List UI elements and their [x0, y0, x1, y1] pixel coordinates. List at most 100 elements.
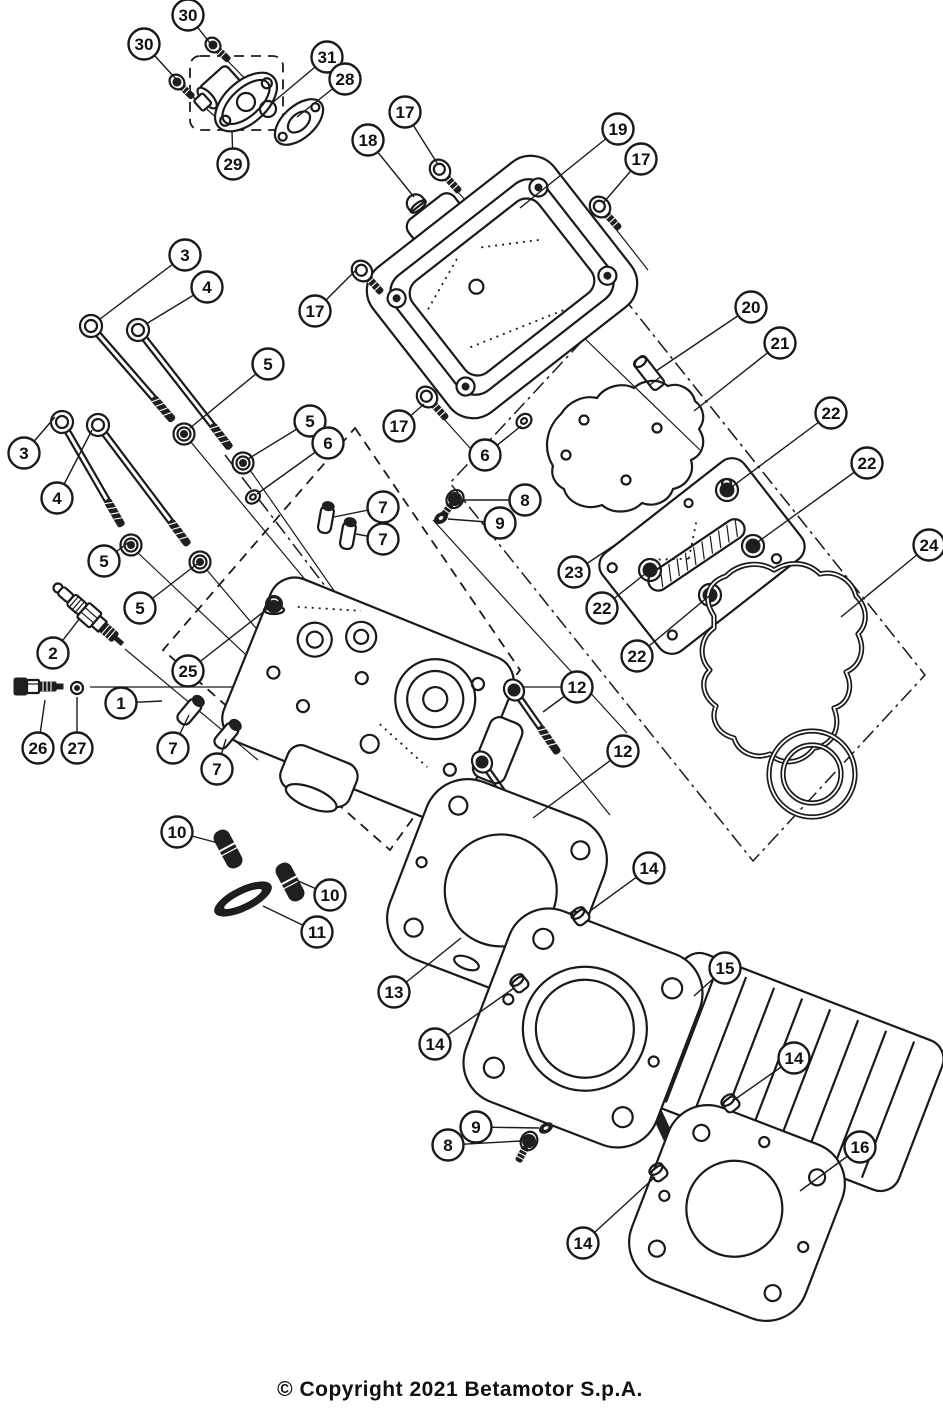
- callout-circle[interactable]: [171, 654, 205, 688]
- callout-1[interactable]: 1: [104, 686, 163, 720]
- callout-circle[interactable]: [585, 591, 619, 625]
- callout-6[interactable]: 6: [468, 425, 522, 472]
- callout-circle[interactable]: [160, 815, 194, 849]
- callout-9[interactable]: 9: [447, 506, 517, 540]
- callout-circle[interactable]: [127, 27, 161, 61]
- callout-circle[interactable]: [382, 409, 416, 443]
- callout-30[interactable]: 30: [127, 27, 177, 80]
- callout-17[interactable]: 17: [298, 268, 358, 328]
- callout-3[interactable]: 3: [99, 238, 202, 320]
- callout-circle[interactable]: [431, 1128, 465, 1162]
- callout-25[interactable]: 25: [171, 605, 272, 688]
- callout-circle[interactable]: [87, 544, 121, 578]
- callout-circle[interactable]: [40, 481, 74, 515]
- callout-circle[interactable]: [216, 147, 250, 181]
- callout-circle[interactable]: [311, 426, 345, 460]
- callout-circle[interactable]: [190, 270, 224, 304]
- callout-circle[interactable]: [21, 731, 55, 765]
- callout-12[interactable]: 12: [532, 734, 640, 819]
- callout-circle[interactable]: [459, 1110, 493, 1144]
- callout-circle[interactable]: [310, 40, 344, 74]
- callout-circle[interactable]: [388, 95, 422, 129]
- callout-circle[interactable]: [104, 686, 138, 720]
- callout-circle[interactable]: [300, 915, 334, 949]
- callout-circle[interactable]: [632, 851, 666, 885]
- callout-circle[interactable]: [734, 290, 768, 324]
- callout-circle[interactable]: [850, 446, 884, 480]
- callout-11[interactable]: 11: [262, 905, 334, 949]
- callout-7[interactable]: 7: [355, 522, 400, 556]
- callout-circle[interactable]: [814, 396, 848, 430]
- callout-circle[interactable]: [298, 294, 332, 328]
- callout-circle[interactable]: [351, 123, 385, 157]
- callout-28[interactable]: 28: [296, 62, 362, 118]
- callout-circle[interactable]: [313, 878, 347, 912]
- callout-circle[interactable]: [606, 734, 640, 768]
- callout-circle[interactable]: [763, 326, 797, 360]
- callout-3[interactable]: 3: [7, 416, 56, 470]
- callout-27[interactable]: 27: [60, 697, 94, 765]
- callout-5[interactable]: 5: [87, 541, 130, 578]
- callout-16[interactable]: 16: [799, 1130, 877, 1192]
- callout-circle[interactable]: [620, 639, 654, 673]
- callout-circle[interactable]: [624, 142, 658, 176]
- callout-14[interactable]: 14: [733, 1041, 811, 1101]
- callout-circle[interactable]: [251, 347, 285, 381]
- callout-7[interactable]: 7: [333, 490, 400, 524]
- callout-circle[interactable]: [468, 438, 502, 472]
- callout-23[interactable]: 23: [557, 538, 625, 589]
- callout-circle[interactable]: [912, 528, 943, 562]
- callout-7[interactable]: 7: [156, 714, 190, 765]
- callout-13[interactable]: 13: [377, 937, 462, 1009]
- callout-26[interactable]: 26: [21, 699, 55, 765]
- callout-17[interactable]: 17: [388, 95, 438, 164]
- callout-8[interactable]: 8: [431, 1128, 522, 1162]
- callout-5[interactable]: 5: [189, 347, 285, 429]
- callout-30[interactable]: 30: [171, 0, 214, 48]
- callout-7[interactable]: 7: [200, 738, 234, 786]
- callout-circle[interactable]: [483, 506, 517, 540]
- callout-29[interactable]: 29: [216, 130, 250, 181]
- callout-circle[interactable]: [601, 112, 635, 146]
- callout-18[interactable]: 18: [351, 123, 415, 198]
- callout-circle[interactable]: [7, 436, 41, 470]
- callout-10[interactable]: 10: [160, 815, 219, 849]
- callout-20[interactable]: 20: [655, 290, 768, 372]
- callout-22[interactable]: 22: [585, 569, 651, 625]
- callout-circle[interactable]: [123, 591, 157, 625]
- callout-2[interactable]: 2: [36, 617, 81, 670]
- callout-22[interactable]: 22: [728, 396, 848, 490]
- callout-14[interactable]: 14: [566, 1176, 656, 1260]
- callout-circle[interactable]: [168, 238, 202, 272]
- callout-9[interactable]: 9: [459, 1110, 540, 1144]
- callout-14[interactable]: 14: [589, 851, 666, 912]
- callout-19[interactable]: 19: [519, 112, 635, 209]
- callout-22[interactable]: 22: [620, 595, 710, 673]
- callout-circle[interactable]: [366, 522, 400, 556]
- callout-17[interactable]: 17: [382, 403, 425, 443]
- callout-5[interactable]: 5: [123, 563, 198, 625]
- callout-31[interactable]: 31: [270, 40, 344, 105]
- callout-circle[interactable]: [508, 483, 542, 517]
- callout-12[interactable]: 12: [542, 670, 594, 713]
- callout-22[interactable]: 22: [754, 446, 884, 545]
- callout-5[interactable]: 5: [247, 404, 327, 460]
- callout-4[interactable]: 4: [40, 429, 93, 515]
- callout-8[interactable]: 8: [462, 483, 542, 517]
- callout-14[interactable]: 14: [418, 987, 515, 1061]
- callout-circle[interactable]: [843, 1130, 877, 1164]
- callout-circle[interactable]: [708, 951, 742, 985]
- callout-circle[interactable]: [171, 0, 205, 32]
- callout-circle[interactable]: [60, 731, 94, 765]
- callout-15[interactable]: 15: [693, 951, 742, 997]
- callout-circle[interactable]: [328, 62, 362, 96]
- callout-circle[interactable]: [566, 1226, 600, 1260]
- callout-circle[interactable]: [560, 670, 594, 704]
- callout-17[interactable]: 17: [603, 142, 658, 203]
- callout-circle[interactable]: [156, 731, 190, 765]
- callout-4[interactable]: 4: [145, 270, 224, 325]
- callout-circle[interactable]: [36, 636, 70, 670]
- callout-circle[interactable]: [418, 1027, 452, 1061]
- callout-24[interactable]: 24: [840, 528, 943, 618]
- callout-21[interactable]: 21: [693, 326, 797, 412]
